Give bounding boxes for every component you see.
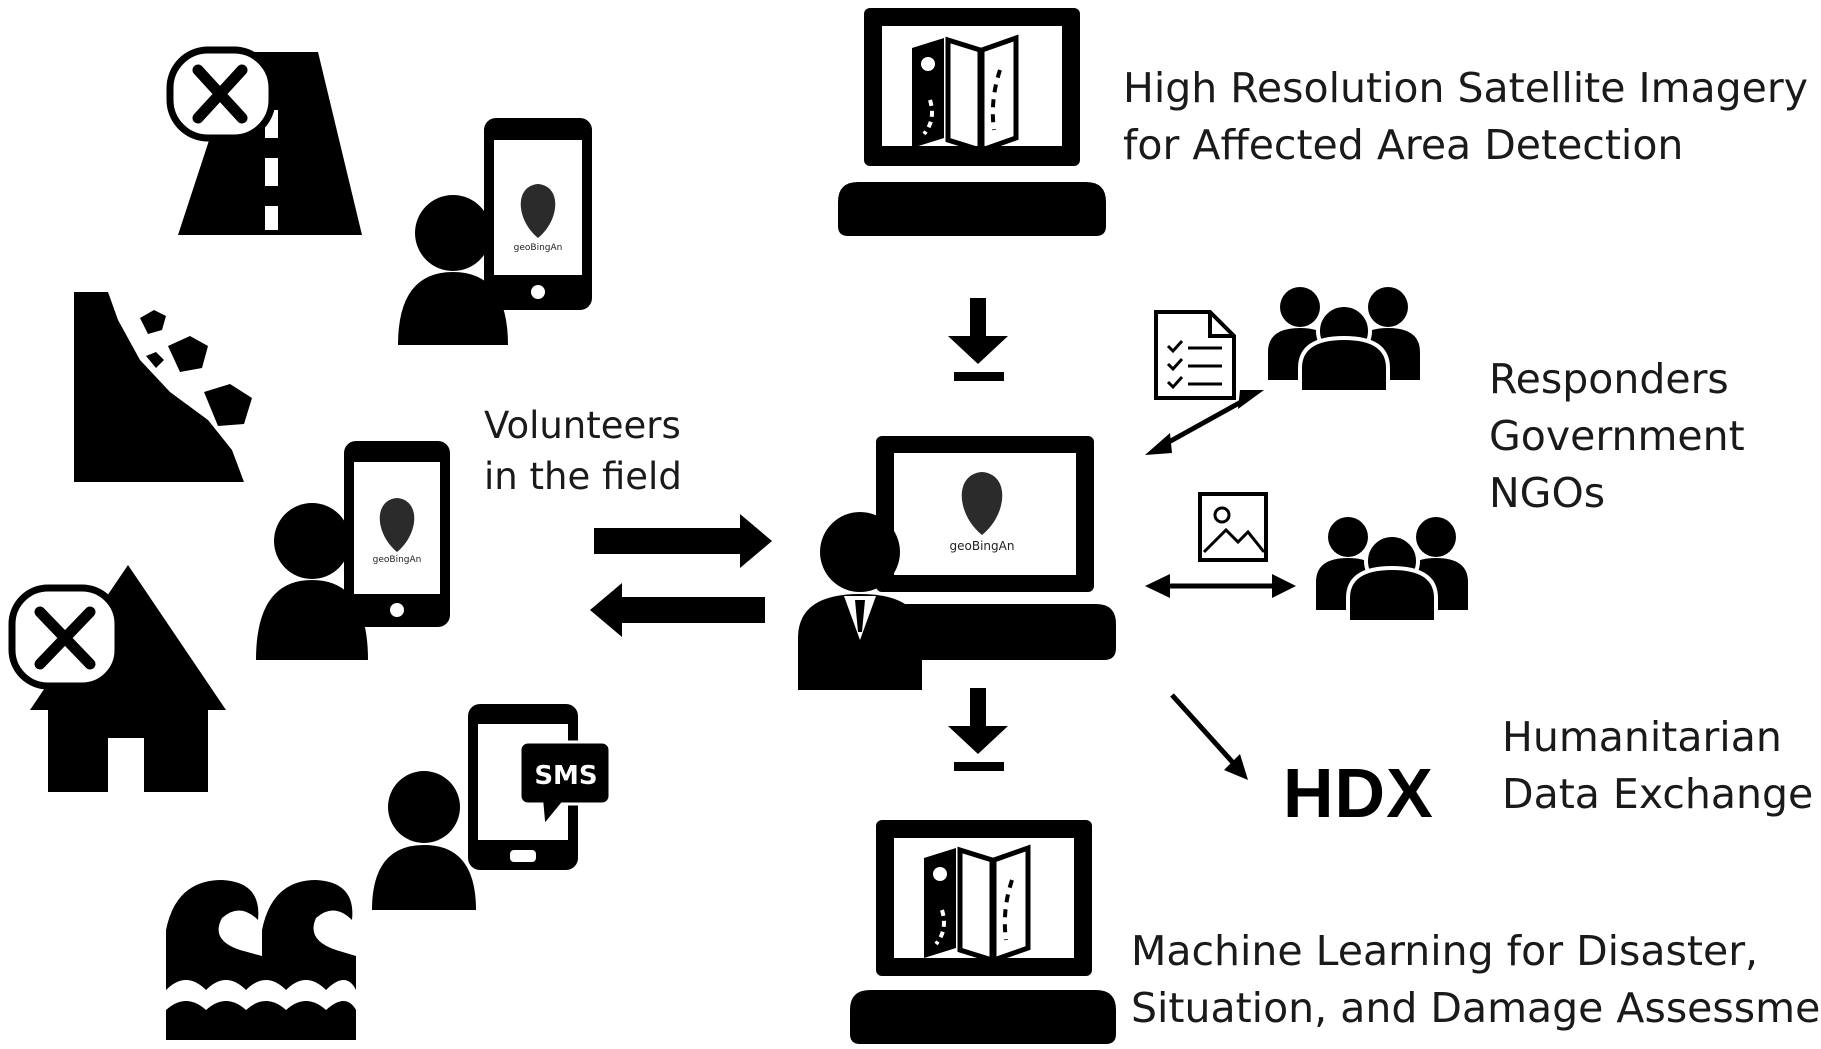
sms-volunteer-icon: SMS [372,704,612,910]
map-computer-icon [850,820,1116,1044]
satellite-label-line-2: for Affected Area Detection [1123,121,1684,169]
volunteer-phone-icon: geoBingAn [256,441,450,660]
exchange-arrows [590,514,772,637]
download-arrow-icon [948,688,1008,771]
landslide-icon [74,292,252,482]
hdx-arrow [1170,693,1248,780]
hdx-name-line-1: Humanitarian [1502,713,1782,761]
map-computer-icon [838,8,1106,236]
ml-label-line-2: Situation, and Damage Assessment [1131,984,1821,1032]
hdx-logo: HDX [1283,754,1434,832]
damaged-house-icon [8,565,226,792]
tsunami-wave-icon [166,880,356,1040]
download-arrow-icon [948,298,1008,381]
machine-learning-label: Machine Learning for Disaster, Situation… [1131,923,1821,1037]
phone-logo-text: geoBingAn [514,243,563,253]
satellite-label-line-1: High Resolution Satellite Imagery [1123,64,1809,112]
phone-logo-text: geoBingAn [373,555,422,565]
operator-logo-text: geoBingAn [950,539,1015,553]
satellite-imagery-label: High Resolution Satellite Imagery for Af… [1123,60,1808,174]
document-checklist-icon [1154,310,1236,400]
operator-computer-icon: geoBingAn [798,436,1116,690]
hdx-name-line-2: Data Exchange [1502,770,1814,818]
volunteers-label-line-1: Volunteers [484,404,681,447]
ml-label-line-1: Machine Learning for Disaster, [1131,927,1759,975]
double-arrow [1145,390,1264,455]
stakeholders-label: Responders Government NGOs [1489,351,1745,522]
sms-badge-text: SMS [534,761,597,791]
blocked-road-icon [166,46,362,235]
hdx-name-label: Humanitarian Data Exchange [1502,709,1813,823]
volunteers-label-line-2: in the field [484,455,682,498]
double-arrow [1145,574,1296,598]
people-group-icon [1268,287,1420,394]
stakeholder-ngos: NGOs [1489,469,1606,517]
stakeholder-responders: Responders [1489,355,1729,403]
stakeholder-government: Government [1489,412,1745,460]
people-group-icon [1316,517,1468,624]
image-icon [1198,492,1268,562]
volunteer-phone-icon: geoBingAn [398,118,592,345]
volunteers-label: Volunteers in the field [484,400,682,502]
